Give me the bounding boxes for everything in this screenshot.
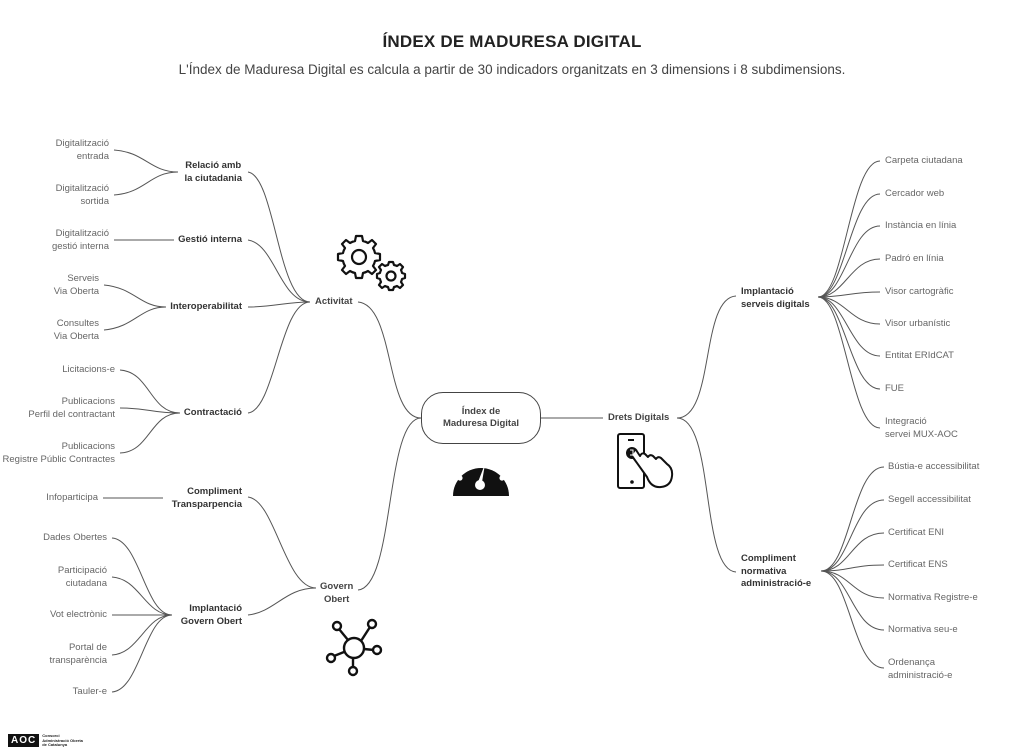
link bbox=[817, 193, 881, 298]
touch-phone-icon bbox=[617, 433, 674, 489]
indicator-digitalitzacio-gestio-interna: Digitalització gestió interna bbox=[51, 228, 109, 252]
indicator-integracio-mux-aoc: Integració servei MUX-AOC bbox=[885, 416, 958, 440]
dimension-drets-digitals: Drets Digitals bbox=[608, 412, 670, 423]
link bbox=[820, 570, 885, 631]
indicator-segell-accessibilitat: Segell accessibilitat bbox=[888, 494, 971, 505]
link bbox=[817, 291, 881, 298]
subdimension-interoperabilitat: Interoperabilitat bbox=[170, 301, 242, 312]
indicator-participacio-ciutadana: Participació ciutadana bbox=[57, 565, 107, 589]
link bbox=[103, 284, 167, 308]
indicator-ordenanca-administracio-e: Ordenança administració-e bbox=[888, 657, 953, 681]
aoc-logo-text: Consorci Administració Oberta de Catalun… bbox=[42, 733, 83, 747]
indicator-portal-transparencia: Portal de transparència bbox=[49, 642, 107, 666]
link bbox=[820, 570, 885, 669]
link bbox=[820, 466, 885, 572]
indicator-instancia-en-linia: Instància en línia bbox=[885, 220, 957, 231]
indicator-normativa-registre-e: Normativa Registre-e bbox=[888, 592, 978, 603]
indicator-bustia-accessibilitat: Bústia-e accessibilitat bbox=[888, 461, 980, 472]
link bbox=[676, 295, 737, 419]
link bbox=[817, 296, 881, 357]
link bbox=[817, 225, 881, 298]
link bbox=[247, 587, 317, 616]
link bbox=[817, 160, 881, 298]
indicator-consultes-via-oberta: Consultes Via Oberta bbox=[53, 318, 99, 342]
link bbox=[247, 171, 311, 303]
link bbox=[357, 301, 422, 419]
speedometer-icon bbox=[453, 457, 509, 496]
indicator-vot-electronic: Vot electrònic bbox=[49, 609, 107, 620]
subdimension-implantacio-govern-obert: Implantació Govern Obert bbox=[180, 603, 242, 627]
link bbox=[247, 301, 311, 308]
indicator-perfil-contractant: Publicacions Perfil del contractant bbox=[28, 396, 115, 420]
link bbox=[113, 149, 179, 173]
indicator-digitalitzacio-entrada: Digitalització entrada bbox=[55, 138, 109, 162]
indicator-normativa-seu-e: Normativa seu-e bbox=[888, 624, 958, 635]
link bbox=[820, 564, 885, 572]
link bbox=[113, 171, 179, 196]
indicator-entitat-eridcat: Entitat ERIdCAT bbox=[885, 350, 954, 361]
dimension-activitat: Activitat bbox=[315, 296, 353, 307]
subdimension-relacio-ciutadania: Relació amb la ciutadania bbox=[184, 160, 242, 184]
link bbox=[820, 570, 885, 599]
link bbox=[103, 306, 167, 331]
indicator-carpeta-ciutadana: Carpeta ciutadana bbox=[885, 155, 963, 166]
link bbox=[119, 369, 181, 414]
link bbox=[247, 496, 317, 589]
link bbox=[111, 576, 173, 616]
indicator-serveis-via-oberta: Serveis Via Oberta bbox=[53, 273, 99, 297]
link bbox=[817, 258, 881, 298]
link bbox=[820, 499, 885, 572]
indicator-dades-obertes: Dades Obertes bbox=[43, 532, 107, 543]
indicator-licitacions-e: Licitacions-e bbox=[62, 364, 115, 375]
indicator-visor-urbanistic: Visor urbanístic bbox=[885, 318, 951, 329]
gears-icon bbox=[336, 234, 407, 292]
link bbox=[247, 239, 311, 303]
indicator-cercador-web: Cercador web bbox=[885, 188, 945, 199]
indicator-padro-en-linia: Padró en línia bbox=[885, 253, 944, 264]
link bbox=[111, 614, 173, 656]
page-title: ÍNDEX DE MADURESA DIGITAL bbox=[382, 32, 642, 51]
link bbox=[817, 296, 881, 325]
indicator-digitalitzacio-sortida: Digitalització sortida bbox=[55, 183, 109, 207]
indicator-registre-public-contractes: Publicacions Registre Públic Contractes bbox=[2, 441, 115, 465]
central-node: Índex de Maduresa Digital bbox=[421, 392, 541, 444]
subdimension-compliment-transparencia: Compliment Transparpencia bbox=[171, 486, 242, 510]
subdimension-compliment-normativa: Compliment normativa administració-e bbox=[741, 553, 812, 589]
indicator-fue: FUE bbox=[885, 383, 904, 394]
page-subtitle: L'Índex de Maduresa Digital es calcula a… bbox=[178, 62, 846, 77]
network-hub-icon bbox=[325, 618, 383, 677]
link bbox=[817, 296, 881, 390]
indicator-certificat-ens: Certificat ENS bbox=[888, 559, 948, 570]
link bbox=[111, 537, 173, 616]
link bbox=[357, 417, 422, 591]
aoc-logo: AOC Consorci Administració Oberta de Cat… bbox=[8, 733, 83, 748]
aoc-logo-mark: AOC bbox=[8, 734, 40, 748]
indicator-visor-cartografic: Visor cartogràfic bbox=[885, 286, 954, 297]
link bbox=[119, 407, 181, 414]
subdimension-contractacio: Contractació bbox=[183, 407, 242, 418]
link bbox=[817, 296, 881, 429]
indicator-infoparticipa: Infoparticipa bbox=[46, 492, 98, 503]
dimension-govern-obert: Govern Obert bbox=[320, 581, 354, 605]
link bbox=[111, 614, 173, 693]
link bbox=[676, 417, 737, 573]
subdimension-gestio-interna: Gestió interna bbox=[178, 234, 242, 245]
indicator-tauler-e: Tauler-e bbox=[72, 686, 107, 697]
link bbox=[247, 301, 311, 414]
link bbox=[119, 412, 181, 454]
subdimension-implantacio-serveis-digitals: Implantació serveis digitals bbox=[741, 286, 810, 310]
indicator-certificat-eni: Certificat ENI bbox=[888, 527, 944, 538]
link bbox=[820, 532, 885, 572]
